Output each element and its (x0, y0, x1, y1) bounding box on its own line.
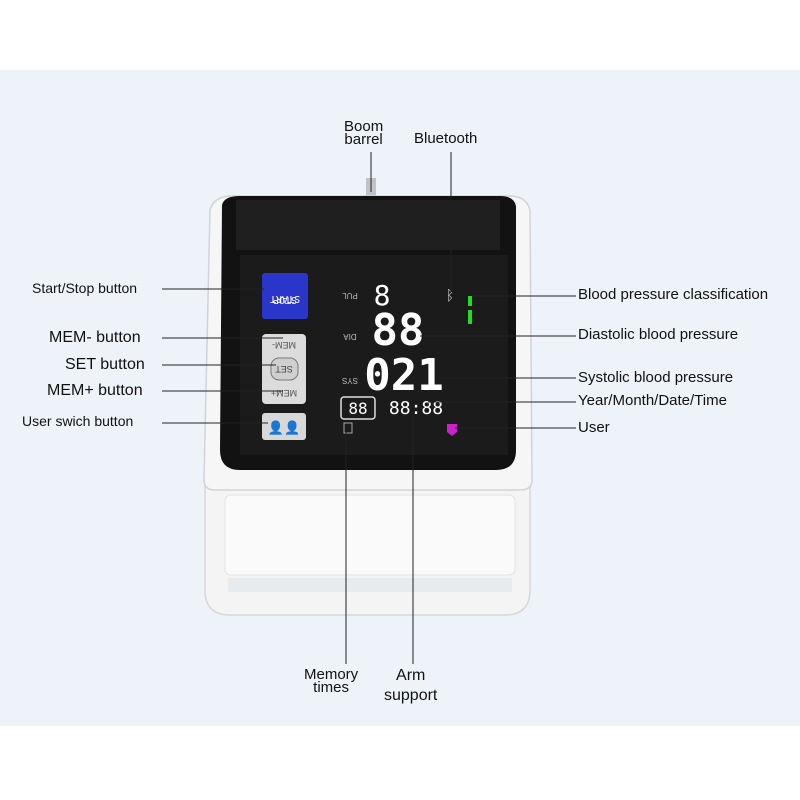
diastolic-digits: 88 (372, 305, 425, 356)
mem-minus-button-label: MEM- button (49, 329, 141, 346)
dia-label: DIA (343, 332, 357, 341)
set-label: SET (275, 364, 293, 374)
user-label: User (578, 419, 610, 436)
time-digits: 88:88 (389, 398, 443, 419)
datetime-label: Year/Month/Date/Time (578, 392, 727, 409)
user-switch-button-label: User swich button (22, 413, 134, 429)
pulse-digit: 8 (374, 279, 391, 312)
pul-label: PUL (342, 291, 358, 300)
set-button[interactable] (270, 357, 299, 381)
mem-plus-button[interactable]: MEM+ (271, 388, 297, 398)
memory-digits: 88 (348, 399, 367, 418)
arm-support-label: Arm support (384, 667, 438, 704)
memory-box (340, 396, 376, 420)
start-stop-button[interactable] (262, 273, 308, 319)
bp-classification-label: Blood pressure classification (578, 286, 769, 303)
user-indicator-icon (447, 424, 457, 436)
set-button-label: SET button (65, 356, 145, 373)
memory-icon (343, 422, 353, 434)
start-label: START (270, 293, 300, 304)
mem-minus-button[interactable]: MEM- (272, 340, 296, 350)
bluetooth-label: Bluetooth (414, 130, 478, 147)
systolic-digits: 021 (364, 350, 443, 401)
diastolic-label: Diastolic blood pressure (578, 326, 739, 343)
user-pair-icon: 👤👤 (268, 420, 300, 436)
classification-bar-bottom (468, 310, 472, 324)
user-switch-button[interactable] (262, 413, 306, 440)
boom-barrel-label: Boom barrel (344, 118, 384, 148)
start-stop-button-label: Start/Stop button (32, 280, 138, 296)
systolic-label: Systolic blood pressure (578, 369, 734, 386)
stop-label: STOP (273, 294, 297, 305)
memory-times-label: Memory times (304, 666, 359, 696)
classification-bar-top (468, 296, 472, 306)
bluetooth-icon: ᛒ (446, 288, 454, 304)
mem-plus-button-label: MEM+ button (47, 382, 143, 399)
sys-label: SYS (342, 376, 358, 385)
callout-lines (162, 152, 576, 664)
